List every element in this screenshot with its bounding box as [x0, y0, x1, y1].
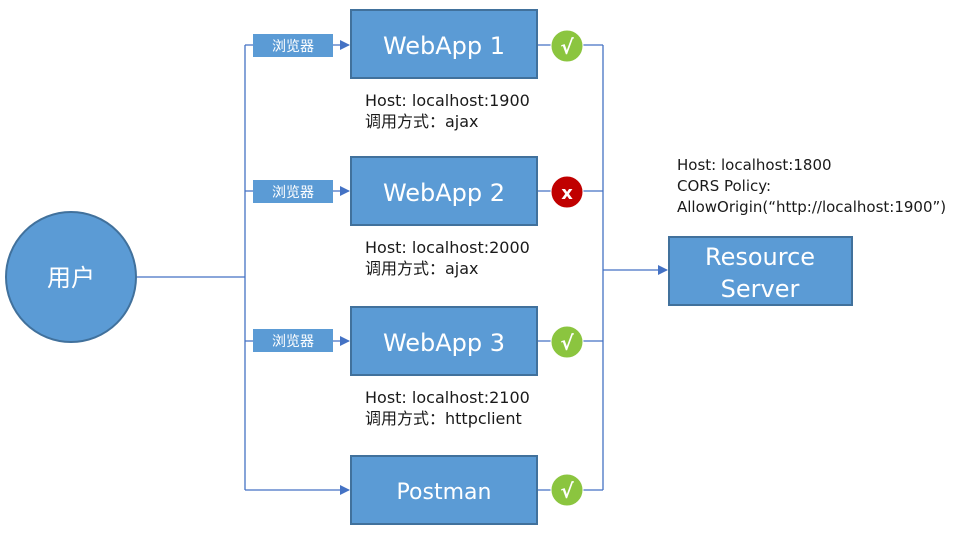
- resource-server-label-line1: Resource: [705, 243, 815, 271]
- check-icon: √: [560, 331, 574, 355]
- webapp2-host: Host: localhost:2000: [365, 238, 530, 257]
- server-host: Host: localhost:1800: [677, 156, 832, 174]
- webapp2-notes: Host: localhost:2000 调用方式：ajax: [365, 237, 530, 279]
- webapp2-label: WebApp 2: [383, 179, 505, 207]
- check-icon: √: [560, 35, 574, 59]
- webapp1-host: Host: localhost:1900: [365, 91, 530, 110]
- webapp1-method: 调用方式：ajax: [365, 112, 479, 131]
- browser-label-text: 浏览器: [272, 39, 314, 55]
- cross-icon: x: [561, 183, 573, 204]
- browser-label-text: 浏览器: [272, 334, 314, 350]
- check-icon: √: [560, 479, 574, 503]
- webapp3-label: WebApp 3: [383, 329, 505, 357]
- browser-label-2: 浏览器: [253, 180, 333, 203]
- webapp3-method: 调用方式：httpclient: [365, 409, 522, 428]
- webapp1-notes: Host: localhost:1900 调用方式：ajax: [365, 90, 530, 132]
- status-badge-postman: √: [550, 473, 584, 507]
- webapp1-label: WebApp 1: [383, 32, 505, 60]
- webapp2-box: WebApp 2: [350, 156, 538, 226]
- postman-box: Postman: [350, 455, 538, 525]
- status-badge-webapp3: √: [550, 325, 584, 359]
- webapp3-notes: Host: localhost:2100 调用方式：httpclient: [365, 387, 530, 429]
- postman-label: Postman: [397, 480, 492, 505]
- status-badge-webapp2: x: [550, 175, 584, 209]
- server-policy-label: CORS Policy:: [677, 177, 772, 195]
- resource-server-label-line2: Server: [721, 275, 800, 303]
- resource-server-box: Resource Server: [668, 236, 853, 306]
- browser-label-3: 浏览器: [253, 329, 333, 352]
- webapp2-method: 调用方式：ajax: [365, 259, 479, 278]
- webapp1-box: WebApp 1: [350, 9, 538, 79]
- server-connectors: [538, 44, 668, 491]
- browser-label-1: 浏览器: [253, 34, 333, 57]
- server-notes: Host: localhost:1800 CORS Policy: AllowO…: [677, 155, 946, 218]
- user-label: 用户: [47, 264, 95, 292]
- user-node: 用户: [5, 211, 137, 343]
- user-connectors: [136, 40, 350, 495]
- webapp3-box: WebApp 3: [350, 306, 538, 376]
- status-badge-webapp1: √: [550, 29, 584, 63]
- server-policy-value: AllowOrigin(“http://localhost:1900”): [677, 198, 947, 216]
- webapp3-host: Host: localhost:2100: [365, 388, 530, 407]
- browser-label-text: 浏览器: [272, 185, 314, 201]
